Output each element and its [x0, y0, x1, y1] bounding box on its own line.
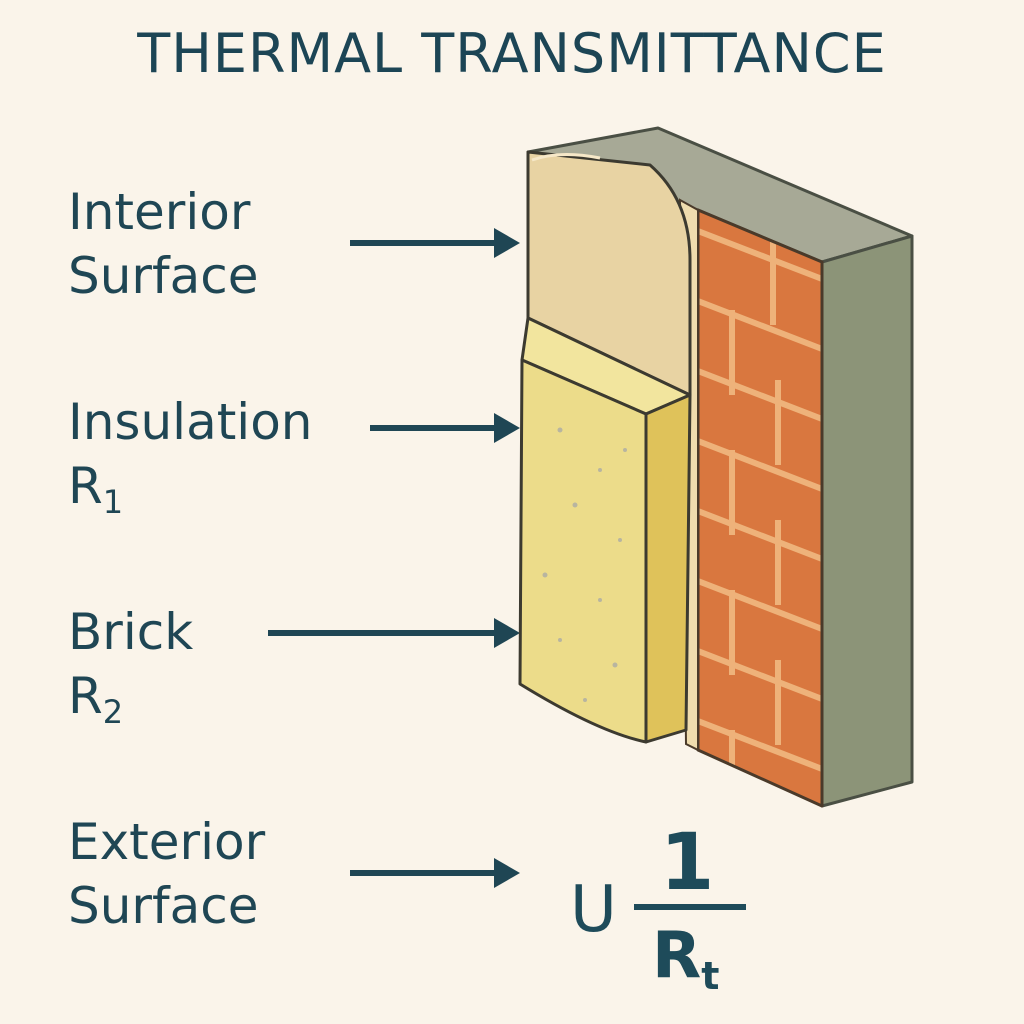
brick-r-subscript: 2 — [102, 693, 124, 731]
formula-u-symbol: U — [570, 873, 617, 947]
exterior-label-line1: Exterior — [68, 813, 266, 871]
insulation-r-symbol: R — [68, 457, 103, 515]
formula-denominator: Rt — [652, 916, 719, 1016]
wall-side-face — [820, 234, 914, 808]
formula-r-symbol: R — [652, 919, 702, 993]
formula-fraction-bar — [634, 904, 746, 910]
interior-arrow — [350, 228, 520, 258]
brick-label-line1: Brick — [68, 603, 194, 661]
brick-arrow — [268, 618, 520, 648]
diagram-title: THERMAL TRANSMITTANCE — [137, 22, 887, 85]
brick-r-value: R2 — [68, 664, 193, 744]
interior-surface-label: Interior Surface — [68, 180, 258, 308]
insulation-r-subscript: 1 — [102, 483, 124, 521]
insulation-arrow — [370, 413, 520, 443]
brick-label: Brick R2 — [68, 600, 193, 744]
insulation-label: Insulation R1 — [68, 390, 312, 534]
brick-layer — [696, 208, 824, 808]
formula-r-subscript: t — [701, 954, 720, 998]
insulation-r-value: R1 — [68, 454, 312, 534]
interior-label-line1: Interior — [68, 183, 251, 241]
u-value-formula: U 1 Rt — [560, 818, 760, 1010]
brick-r-symbol: R — [68, 667, 103, 725]
exterior-surface-label: Exterior Surface — [68, 810, 265, 938]
insulation-label-line1: Insulation — [68, 393, 313, 451]
interior-finish-layer — [526, 150, 692, 397]
exterior-arrow — [350, 858, 520, 888]
exterior-label-line2: Surface — [68, 877, 259, 935]
insulation-layer — [518, 316, 692, 744]
interior-label-line2: Surface — [68, 247, 259, 305]
formula-numerator: 1 — [660, 818, 715, 908]
